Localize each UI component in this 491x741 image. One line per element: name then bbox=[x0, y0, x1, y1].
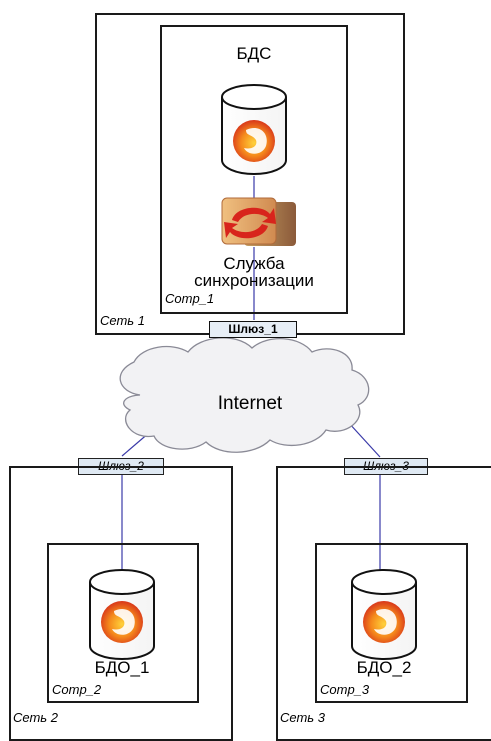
computer-2-label: Comp_2 bbox=[52, 682, 102, 697]
database-1-icon bbox=[89, 569, 155, 660]
network-1-label: Сеть 1 bbox=[100, 313, 145, 328]
gateway-1: Шлюз_1 bbox=[209, 321, 297, 338]
computer-2-box bbox=[47, 543, 199, 703]
internet-label: Internet bbox=[217, 393, 283, 414]
sync-service-label-line1: Служба bbox=[223, 254, 285, 273]
db2-label: БДО_2 bbox=[356, 658, 412, 677]
link-cloud-to-gateway-3 bbox=[347, 421, 381, 458]
main-db-title: БДС bbox=[236, 44, 272, 63]
network-3-label: Сеть 3 bbox=[280, 710, 325, 725]
database-2-icon bbox=[351, 569, 417, 660]
computer-3-label: Comp_3 bbox=[320, 682, 370, 697]
db1-label: БДО_1 bbox=[94, 658, 150, 677]
computer-3-box bbox=[315, 543, 468, 703]
network-2-label: Сеть 2 bbox=[13, 710, 58, 725]
computer-1-box bbox=[160, 25, 348, 314]
computer-1-label: Comp_1 bbox=[165, 291, 215, 306]
sync-service-icon bbox=[221, 197, 296, 246]
sync-service-label-line2: синхронизации bbox=[194, 271, 314, 290]
database-main-icon bbox=[221, 84, 287, 175]
internet-cloud bbox=[119, 337, 370, 453]
